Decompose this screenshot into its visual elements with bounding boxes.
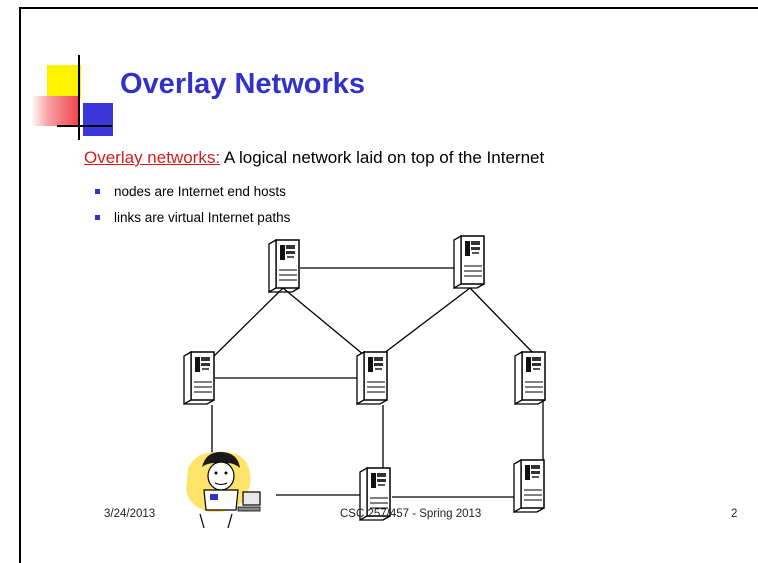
bullet-item: links are virtual Internet paths: [95, 210, 290, 236]
footer-date: 3/24/2013: [104, 508, 156, 520]
definition-text: A logical network laid on top of the Int…: [220, 148, 545, 167]
footer-page-number: 2: [731, 508, 738, 520]
title-decoration-yellow-square: [47, 65, 81, 98]
network-link: [209, 287, 284, 361]
title-decoration-blue-square: [83, 103, 113, 136]
bullet-item: nodes are Internet end hosts: [95, 184, 290, 210]
title-decoration-vertical-line: [78, 55, 80, 140]
bullet-list: nodes are Internet end hosts links are v…: [95, 184, 290, 236]
server-node-icon: [183, 351, 215, 405]
server-node-icon: [513, 459, 545, 513]
server-node-icon: [268, 239, 300, 293]
bullet-text: nodes are Internet end hosts: [114, 184, 286, 199]
server-node-icon: [356, 351, 388, 405]
slide-title: Overlay Networks: [120, 68, 366, 100]
server-node-icon: [514, 351, 546, 405]
title-decoration-red-bar: [31, 96, 80, 126]
network-links: [209, 267, 544, 498]
person-at-computer-icon: [186, 451, 261, 529]
definition-line: Overlay networks: A logical network laid…: [84, 148, 544, 168]
network-link: [374, 287, 471, 361]
bullet-square-icon: [95, 215, 100, 220]
footer-course: CSC 257/457 - Spring 2013: [340, 508, 482, 520]
network-link: [282, 287, 371, 361]
server-node-icon: [453, 235, 485, 289]
network-link: [469, 287, 536, 356]
slide-border-left: [19, 7, 21, 563]
bullet-square-icon: [95, 189, 100, 194]
bullet-text: links are virtual Internet paths: [114, 210, 291, 225]
slide-border-top: [19, 7, 758, 9]
title-decoration-horizontal-line: [57, 125, 112, 127]
overlay-networks-term-link[interactable]: Overlay networks:: [84, 148, 221, 167]
